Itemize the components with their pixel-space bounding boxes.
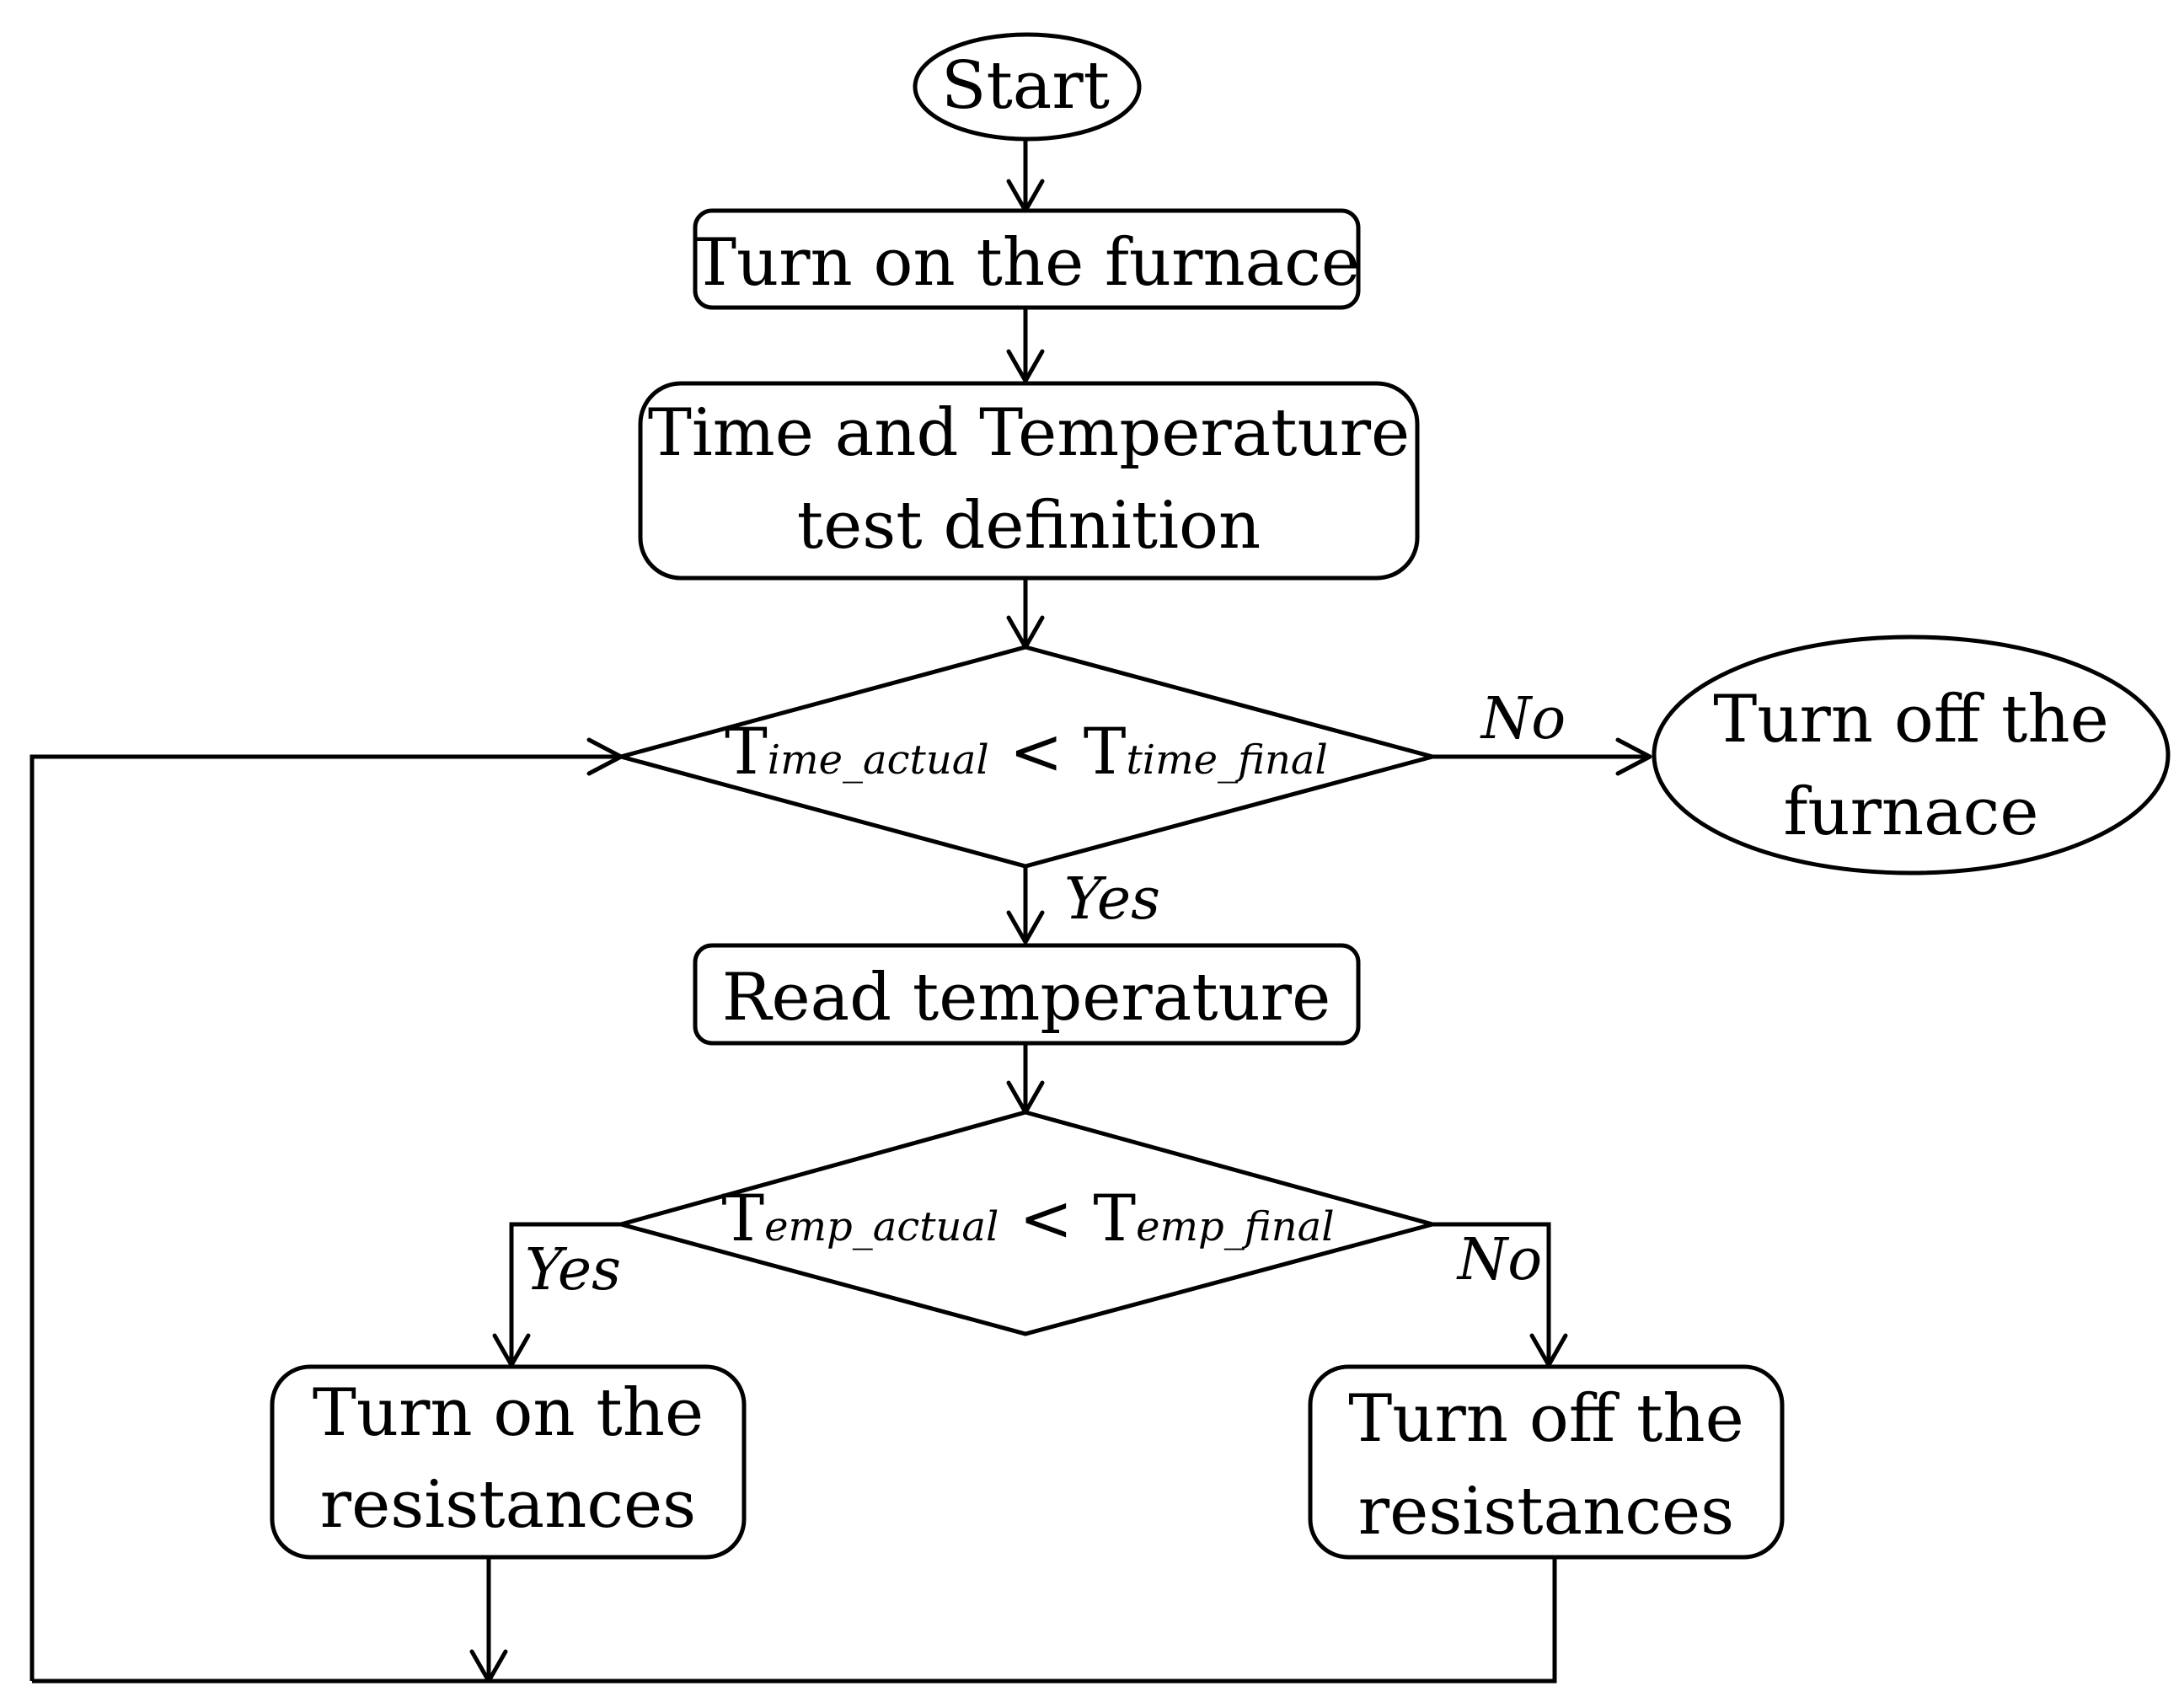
edge-temp-no-to-turn-off-resistances xyxy=(1432,1222,1551,1365)
time-condition-label: Time_actual < Ttime_final xyxy=(725,714,1328,789)
definition-box xyxy=(638,381,1420,581)
temp-right-main: T xyxy=(1093,1181,1136,1256)
turn-on-resistances-label-line2: resistances xyxy=(320,1467,696,1543)
time-no-label: No xyxy=(1480,686,1566,752)
start-node xyxy=(913,32,1142,142)
turn-on-resistances-box xyxy=(270,1364,747,1560)
temp-left-sub: emp_actual xyxy=(764,1203,998,1250)
turn-off-resistances-box xyxy=(1308,1364,1785,1560)
turn-off-furnace-label-line1: Turn off the xyxy=(1713,682,2109,758)
turn-off-furnace-node xyxy=(1652,634,2171,875)
time-left-sub: ime_actual xyxy=(768,736,989,784)
turn-off-resistances-label-line1: Turn off the xyxy=(1348,1381,1744,1457)
read-temperature-box xyxy=(693,943,1361,1046)
temp-yes-label: Yes xyxy=(525,1237,621,1304)
turn-off-resistances-label-line2: resistances xyxy=(1358,1474,1734,1550)
time-right-main: T xyxy=(1084,714,1127,789)
time-operator: < xyxy=(989,714,1084,789)
turn-off-furnace-label-line2: furnace xyxy=(1784,774,2039,850)
turn-on-resistances-label-line1: Turn on the xyxy=(313,1375,704,1451)
start-label: Start xyxy=(941,48,1110,124)
temp-no-label: No xyxy=(1456,1227,1542,1293)
temp-right-sub: emp_final xyxy=(1136,1203,1335,1250)
arrowhead xyxy=(1615,737,1652,776)
temp-condition-label: Temp_actual < Temp_final xyxy=(721,1181,1334,1256)
definition-label-line1: Time and Temperature xyxy=(648,395,1410,471)
time-decision-diamond xyxy=(613,645,1441,869)
temp-decision-diamond xyxy=(613,1110,1441,1336)
edge-temp-yes-to-turn-on-resistances xyxy=(509,1222,621,1365)
time-left-main: T xyxy=(725,714,768,789)
time-right-sub: time_final xyxy=(1126,736,1327,784)
turn-on-furnace-label: Turn on the furnace xyxy=(693,225,1360,301)
read-temperature-label: Read temperature xyxy=(722,960,1331,1036)
arrowhead xyxy=(1006,910,1045,945)
time-yes-label: Yes xyxy=(1064,866,1160,933)
turn-on-furnace-box xyxy=(693,208,1361,310)
definition-label-line2: test definition xyxy=(797,488,1261,564)
edge-turn-off-resistances-down xyxy=(32,1557,1557,1684)
arrowhead xyxy=(1006,349,1045,383)
edge-loop-back-to-time-check xyxy=(29,754,621,1681)
temp-operator: < xyxy=(998,1181,1093,1256)
temp-left-main: T xyxy=(721,1181,764,1256)
